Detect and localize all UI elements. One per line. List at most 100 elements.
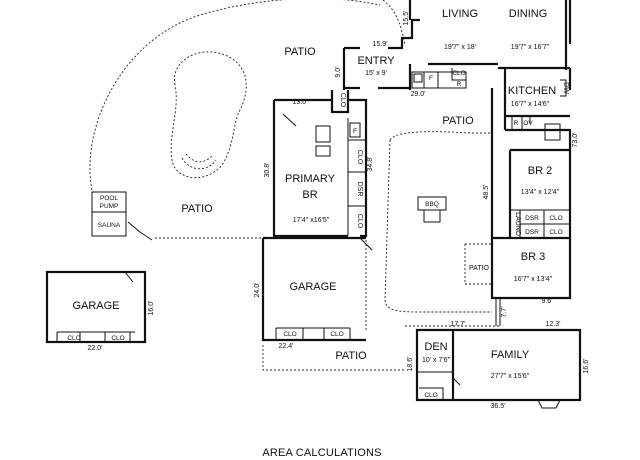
detached-garage-door <box>124 271 134 283</box>
main-garage-clo-2: CLO <box>330 331 343 338</box>
dim-7-7: 7.7' <box>501 306 508 317</box>
patio-center-label: PATIO <box>442 115 474 127</box>
dim-36-5: 36.5' <box>491 403 506 410</box>
dim-17-7: 17.7' <box>451 321 466 328</box>
br2-name: BR 2 <box>528 165 552 177</box>
dim-9-0: 9.0' <box>335 66 342 77</box>
den-family-details <box>417 371 561 409</box>
property-boundary-line-right <box>382 0 406 46</box>
br3-name: BR 3 <box>521 251 545 263</box>
utility-r-label: R <box>457 81 462 88</box>
bbq-label: BBQ <box>425 201 439 208</box>
dim-29-0: 29.0' <box>411 91 426 98</box>
sauna-box <box>91 211 127 237</box>
family-name: FAMILY <box>491 349 530 361</box>
dim-15-9: 15.9' <box>373 41 388 48</box>
br3-clo: CLO <box>549 229 562 236</box>
dim-16-6: 16.6' <box>583 359 590 374</box>
dim-22-0: 22.0' <box>88 345 103 352</box>
bedroom-block-walls <box>490 110 572 300</box>
utility-block <box>411 68 467 89</box>
pool-steps <box>181 153 217 170</box>
entry-closet-label: CLO <box>339 93 346 108</box>
area-calculations-caption: AREA CALCULATIONS <box>262 447 381 459</box>
utility-clo-label: CLO <box>452 70 465 77</box>
br3-dsr: DSR <box>525 229 539 236</box>
primary-br-dim: 17'4" x16'5" <box>293 217 330 224</box>
patio-top-label: PATIO <box>284 46 316 58</box>
patio-bottom-label: PATIO <box>335 350 367 362</box>
primary-br-name-2: BR <box>302 189 317 201</box>
patio-left-label: PATIO <box>181 203 213 215</box>
main-garage-walls <box>261 236 366 342</box>
property-boundary-line <box>89 0 381 191</box>
main-garage-closets <box>275 237 373 340</box>
den-family-walls <box>415 328 582 402</box>
primary-br-fixture-f <box>349 122 361 138</box>
kitchen-dw-label: DW <box>562 82 569 94</box>
detached-garage-clo-2: CLO <box>111 335 124 342</box>
dim-12-3: 12.3' <box>546 321 561 328</box>
pool-pump-label-1: POOL <box>100 195 118 202</box>
primary-br-f-label: F <box>353 128 357 135</box>
sauna-door <box>127 221 153 241</box>
primary-br-clo-1: CLO <box>356 150 363 165</box>
utility-f-label: F <box>429 75 433 82</box>
bbq-base <box>423 209 441 223</box>
br2-clo: CLO <box>549 215 562 222</box>
dim-73-0: 73.0' <box>572 133 579 148</box>
dim-9-6: 9.6' <box>541 298 552 305</box>
entry-closet <box>330 90 350 114</box>
main-garage-name: GARAGE <box>289 281 336 293</box>
dim-24-0: 24.0' <box>254 283 261 298</box>
kitchen-dim: 16'7" x 14'6" <box>511 101 550 108</box>
detached-garage-clo-1: CLO <box>67 335 80 342</box>
patio-boundary-bottom <box>262 325 500 371</box>
small-patio-label: PATIO <box>469 265 490 272</box>
entry-name: ENTRY <box>357 55 395 67</box>
dim-22-4: 22.4' <box>279 343 294 350</box>
detached-garage-closets <box>56 331 135 342</box>
living-name: LIVING <box>442 8 478 20</box>
den-name: DEN <box>424 341 447 353</box>
entry-walls <box>342 0 420 90</box>
bedroom-block-closets <box>510 209 570 238</box>
kitchen-counter <box>511 79 567 141</box>
dim-30-8: 30.8' <box>264 163 271 178</box>
primary-br-dsr: DSR <box>356 182 363 197</box>
br2-dim: 13'4" x 12'4" <box>521 189 560 196</box>
primary-br-name-1: PRIMARY <box>285 173 336 185</box>
laundry-label: LAUND <box>514 212 521 236</box>
kitchen-ov-label: OV <box>523 120 533 127</box>
utility-fixture <box>413 73 423 83</box>
dim-16-0: 16.0' <box>148 301 155 316</box>
breezeway-lines <box>495 298 501 326</box>
dim-48-5: 48.5' <box>483 185 490 200</box>
den-dim: 10' x 7'6" <box>422 357 451 364</box>
den-clo: CLO <box>424 392 437 399</box>
detached-garage-outline <box>45 270 147 344</box>
patio-boundary-center <box>384 131 492 313</box>
dim-13-0: 13.0' <box>293 99 308 106</box>
family-dim: 27'7" x 15'6" <box>491 373 530 380</box>
kitchen-walls <box>490 68 572 150</box>
kitchen-name: KITCHEN <box>508 85 556 97</box>
sauna-label: SAUNA <box>98 222 121 229</box>
living-dim: 19'7" x 18' <box>444 44 476 51</box>
pool-outline <box>170 51 247 179</box>
kitchen-r-label: R <box>514 120 519 127</box>
dining-name: DINING <box>509 8 548 20</box>
br3-dim: 16'7" x 13'4" <box>514 276 553 283</box>
living-dining-walls <box>428 0 572 90</box>
detached-garage-name: GARAGE <box>72 300 119 312</box>
dining-dim: 19'7" x 16'7" <box>511 44 550 51</box>
primary-br-walls <box>272 98 368 238</box>
dim-18-6: 18.6' <box>407 357 414 372</box>
dim-34-8: 34.8' <box>367 157 374 172</box>
main-garage-clo-1: CLO <box>283 331 296 338</box>
primary-br-clo-2: CLO <box>356 214 363 229</box>
entry-dim: 15' x 9' <box>365 70 387 77</box>
pool-pump-label-2: PUMP <box>100 203 119 210</box>
dim-15-5: 15.5' <box>403 11 410 26</box>
